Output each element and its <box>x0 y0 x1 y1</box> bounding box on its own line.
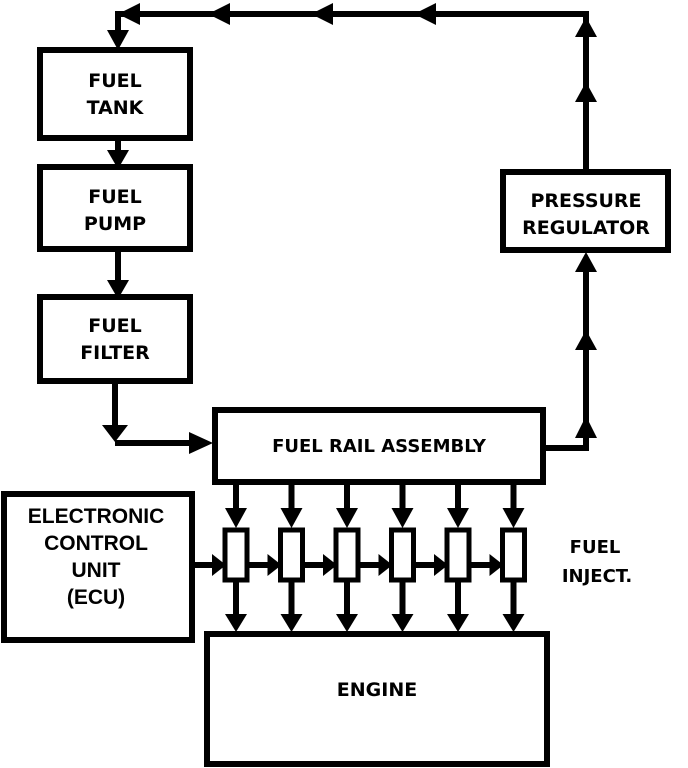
arrow-down-icon <box>391 614 414 632</box>
fuel-injector-2 <box>247 482 305 632</box>
injector-body <box>222 527 250 583</box>
fuel-tank-block: FUEL TANK <box>37 47 193 141</box>
arrow-down-icon <box>280 614 303 632</box>
fuel-injector-5 <box>413 482 472 632</box>
arrow-up-icon <box>575 17 597 37</box>
arrow-right-icon <box>267 554 282 576</box>
injector-body <box>500 527 527 583</box>
arrow-up-icon <box>575 330 597 350</box>
arrow-down-icon <box>102 425 128 442</box>
fuel-pump-block: FUEL PUMP <box>37 164 193 252</box>
injector-body <box>278 527 305 583</box>
arrow-left-icon <box>208 3 230 25</box>
arrow-right-icon <box>189 432 213 454</box>
fuel-injector-4 <box>358 482 416 632</box>
fuel-filter-label-line2: FILTER <box>80 342 150 364</box>
fuel-pump-label-line2: PUMP <box>84 213 146 235</box>
fuel-injectors-label-line2: INJECT. <box>562 566 632 587</box>
fuel-injector-3 <box>302 482 361 632</box>
arrow-up-icon <box>575 416 597 438</box>
arrow-up-icon <box>575 82 597 102</box>
pressure-regulator-label-line1: PRESSURE <box>530 190 641 212</box>
arrow-right-icon <box>378 554 393 576</box>
engine-label: ENGINE <box>337 679 417 701</box>
fuel-rail-assembly-label: FUEL RAIL ASSEMBLY <box>272 436 487 457</box>
return-line-arrowheads <box>107 3 597 438</box>
fuel-injectors-label: FUEL INJECT. <box>562 537 632 587</box>
arrow-right-icon <box>434 554 448 576</box>
fuel-injectors <box>192 482 527 632</box>
fuel-tank-label-line1: FUEL <box>88 70 142 92</box>
arrow-up-icon <box>575 252 597 272</box>
arrow-down-icon <box>225 508 247 528</box>
arrow-right-icon <box>489 554 504 576</box>
pressure-regulator-block: PRESSURE REGULATOR <box>500 169 671 253</box>
arrow-down-icon <box>336 508 358 528</box>
arrow-down-icon <box>107 150 129 169</box>
engine-block: ENGINE <box>204 631 550 767</box>
arrow-down-icon <box>447 614 469 632</box>
injector-body <box>389 527 416 583</box>
fuel-filter-label-line1: FUEL <box>88 315 142 337</box>
ecu-label-line4: (ECU) <box>67 586 125 609</box>
fuel-injector-6 <box>469 482 527 632</box>
arrow-right-icon <box>212 554 226 576</box>
ecu-label-line2: CONTROL <box>44 532 148 555</box>
arrow-down-icon <box>502 614 525 632</box>
supply-line-arrowheads <box>102 150 213 454</box>
ecu-block: ELECTRONIC CONTROL UNIT (ECU) <box>1 491 195 643</box>
fuel-filter-block: FUEL FILTER <box>37 294 193 384</box>
arrow-left-icon <box>118 3 140 25</box>
arrow-down-icon <box>336 614 358 632</box>
fuel-injectors-label-line1: FUEL <box>570 537 621 558</box>
arrow-down-icon <box>502 508 525 528</box>
arrow-down-icon <box>225 614 247 632</box>
ecu-label-line1: ELECTRONIC <box>28 505 165 528</box>
arrow-down-icon <box>280 508 303 528</box>
arrow-left-icon <box>311 3 333 25</box>
fuel-pump-label-line1: FUEL <box>88 186 142 208</box>
arrow-down-icon <box>107 280 129 299</box>
arrow-down-icon <box>391 508 414 528</box>
pressure-regulator-label-line2: REGULATOR <box>522 217 650 239</box>
arrow-left-icon <box>414 3 436 25</box>
fuel-tank-label-line2: TANK <box>87 97 145 119</box>
fuel-injector-1 <box>192 482 250 632</box>
injector-body <box>444 527 472 583</box>
ecu-label-line3: UNIT <box>72 559 121 582</box>
fuel-rail-assembly-block: FUEL RAIL ASSEMBLY <box>212 407 546 485</box>
arrow-down-icon <box>447 508 469 528</box>
arrow-right-icon <box>323 554 337 576</box>
arrow-down-icon <box>107 30 129 50</box>
injector-body <box>333 527 361 583</box>
